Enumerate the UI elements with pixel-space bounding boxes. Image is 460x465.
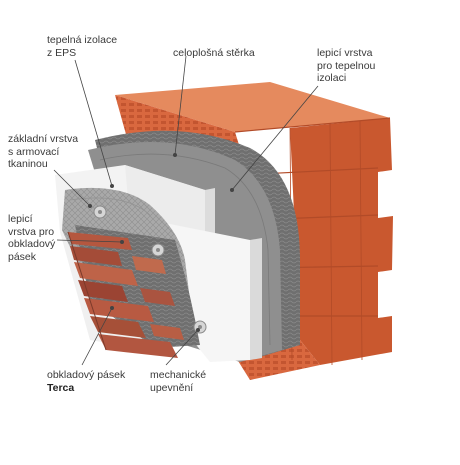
label-skim-coat: celoplošná stěrka xyxy=(173,47,255,60)
label-base-coat-line3: tkaninou xyxy=(8,158,48,170)
label-insulation-adhesive-line3: izolaci xyxy=(317,72,347,84)
clinker-cladding-strips xyxy=(67,231,184,358)
label-cladding-strip: obkladový pásek Terca xyxy=(47,369,125,394)
label-insulation-adhesive-line2: pro tepelnou xyxy=(317,59,376,72)
label-cladding-adhesive-line1: lepicí xyxy=(8,213,33,225)
label-cladding-adhesive-line2: vrstva pro xyxy=(8,225,55,238)
label-eps-insulation: tepelná izolace z EPS xyxy=(47,34,117,59)
mechanical-anchor xyxy=(193,320,207,334)
label-mechanical-anchor-line2: upevnění xyxy=(150,381,194,394)
label-cladding-strip-brand: Terca xyxy=(47,381,75,394)
leader-lines xyxy=(53,55,319,366)
mechanical-anchor xyxy=(93,205,107,219)
label-insulation-adhesive: lepicí vrstva pro tepelnou izolaci xyxy=(317,47,375,85)
label-mechanical-anchor-line1: mechanické xyxy=(150,369,207,381)
label-base-coat-line2: s armovací xyxy=(8,145,60,158)
label-insulation-adhesive-line1: lepicí vrstva xyxy=(317,47,373,59)
label-cladding-adhesive: lepicí vrstva pro obkladový pásek xyxy=(8,213,55,263)
label-cladding-adhesive-line3: obkladový xyxy=(8,238,56,250)
label-cladding-adhesive-line4: pásek xyxy=(8,250,37,263)
label-eps-line2: z EPS xyxy=(47,46,77,59)
mechanical-anchor xyxy=(151,243,165,257)
label-skim-coat-line1: celoplošná stěrka xyxy=(173,47,255,59)
label-mechanical-anchor: mechanické upevnění xyxy=(150,369,206,394)
label-base-coat-line1: základní vrstva xyxy=(8,133,79,145)
label-cladding-strip-line1: obkladový pásek xyxy=(47,369,126,381)
label-eps-line1: tepelná izolace xyxy=(47,34,118,46)
label-base-coat: základní vrstva s armovací tkaninou xyxy=(8,133,78,171)
